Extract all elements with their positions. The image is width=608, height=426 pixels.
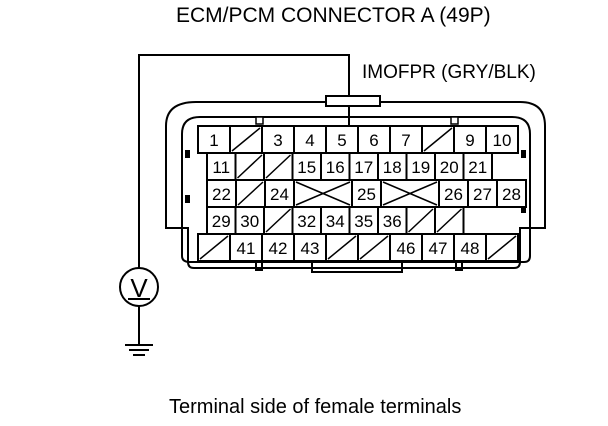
terminal-number: 6	[369, 131, 378, 150]
terminal-number: 27	[473, 185, 492, 204]
latch-right-lower2	[521, 205, 526, 213]
terminal-cell	[261, 233, 295, 262]
terminal-number: 7	[401, 131, 410, 150]
terminal-number: 9	[465, 131, 474, 150]
terminal-number: 47	[429, 239, 448, 258]
terminal-number: 24	[270, 185, 289, 204]
top-notch-right	[450, 116, 459, 125]
view-caption: Terminal side of female terminals	[169, 396, 462, 418]
wire-label: IMOFPR (GRY/BLK)	[362, 62, 536, 83]
terminal-cell	[453, 233, 487, 262]
terminal-cell	[485, 125, 519, 154]
terminal-number: 20	[440, 158, 459, 177]
top-notch-left	[255, 116, 264, 125]
terminal-number: 41	[237, 239, 256, 258]
unused-terminal-mark	[436, 208, 463, 233]
terminal-cell	[229, 233, 263, 262]
terminal-number: 36	[383, 212, 402, 231]
terminal-number: 16	[326, 158, 345, 177]
unused-terminal-mark	[327, 235, 357, 260]
terminal-number: 21	[468, 158, 487, 177]
unused-terminal-mark	[199, 235, 229, 260]
terminal-number: 28	[502, 185, 521, 204]
terminal-cell	[496, 179, 527, 208]
terminal-number: 5	[337, 131, 346, 150]
terminal-number: 1	[209, 131, 218, 150]
unused-terminal-mark	[265, 154, 292, 179]
latch-left	[185, 150, 190, 158]
unused-terminal-mark	[423, 127, 453, 152]
terminal-number: 34	[326, 212, 345, 231]
unused-terminal-mark	[407, 208, 434, 233]
terminal-number: 19	[411, 158, 430, 177]
latch-left-lower	[185, 195, 190, 203]
unused-terminal-mark	[236, 154, 263, 179]
terminal-number: 26	[444, 185, 463, 204]
terminal-cell	[348, 206, 379, 235]
bottom-key-left	[255, 262, 263, 271]
ground-icon	[125, 306, 153, 356]
meter-symbol: V	[130, 273, 148, 303]
terminal-cell	[421, 233, 455, 262]
terminal-cell	[264, 179, 295, 208]
unused-terminal-mark	[231, 127, 261, 152]
connector-housing	[165, 95, 546, 269]
terminal-number: 10	[493, 131, 512, 150]
terminal-number: 11	[212, 158, 230, 177]
terminal-number: 17	[354, 158, 373, 177]
voltmeter-icon: V	[119, 267, 159, 307]
terminal-number: 22	[212, 185, 231, 204]
terminal-cell	[293, 125, 327, 154]
terminal-number: 25	[357, 185, 376, 204]
terminal-cell	[389, 233, 423, 262]
terminal-number: 32	[297, 212, 316, 231]
terminal-number: 43	[301, 239, 320, 258]
terminal-number: 4	[305, 131, 314, 150]
unused-terminal-mark	[237, 181, 264, 206]
latch-right	[521, 150, 526, 158]
terminal-number: 42	[269, 239, 288, 258]
terminal-cell	[467, 179, 498, 208]
unused-terminal-mark	[487, 235, 517, 260]
terminal-number: 46	[397, 239, 416, 258]
terminal-number: 15	[297, 158, 316, 177]
terminal-number: 35	[354, 212, 373, 231]
terminal-number: 3	[273, 131, 282, 150]
unused-terminal-mark	[265, 208, 292, 233]
blocked-cavity-mark	[295, 181, 351, 206]
terminal-number: 48	[461, 239, 480, 258]
terminal-cell	[293, 233, 327, 262]
blocked-cavity-mark	[382, 181, 438, 206]
terminal-number: 30	[240, 212, 259, 231]
bottom-key-right	[455, 262, 463, 271]
connector-title: ECM/PCM CONNECTOR A (49P)	[176, 4, 491, 27]
terminal-number: 18	[383, 158, 402, 177]
unused-terminal-mark	[359, 235, 389, 260]
connector-inner-rim	[181, 116, 531, 263]
bottom-key-center	[311, 262, 403, 273]
terminal-number: 29	[212, 212, 231, 231]
